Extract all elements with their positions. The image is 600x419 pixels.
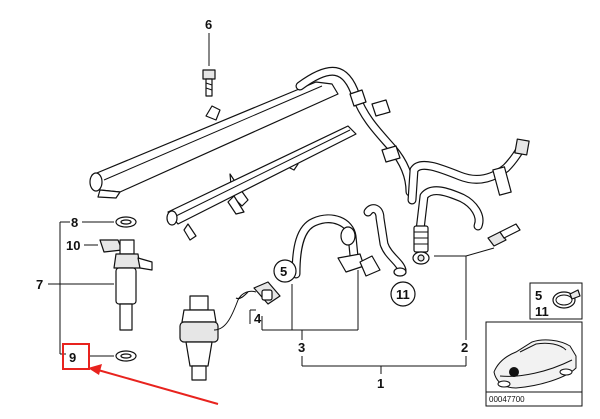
fuel-hose-middle — [291, 214, 365, 279]
bolt-6 — [202, 69, 216, 97]
car-icon — [493, 339, 577, 389]
legend-5: 5 — [535, 288, 542, 303]
fuel-injector-lower — [179, 290, 257, 381]
callout-8: 8 — [71, 215, 78, 230]
highlight-box — [62, 343, 90, 370]
connector-4 — [235, 281, 281, 305]
callout-11: 11 — [396, 287, 410, 302]
clip-10 — [99, 239, 123, 253]
fuel-pipe-right — [407, 138, 530, 265]
red-arrow — [88, 364, 219, 405]
legend-11: 11 — [535, 304, 549, 319]
bolt-right — [487, 223, 521, 247]
callout-4: 4 — [254, 311, 262, 326]
fuel-injector-left — [113, 239, 153, 331]
callout-5-circle — [273, 259, 297, 283]
callout-3: 3 — [298, 340, 305, 355]
callout-9: 9 — [69, 350, 76, 365]
fuel-line-upper — [295, 66, 415, 197]
fuel-hose-11 — [359, 204, 407, 277]
fuel-rail — [89, 81, 357, 241]
hose-clamp-icon — [552, 289, 581, 309]
callout-7: 7 — [36, 277, 43, 292]
legend-box: 5 11 — [529, 282, 583, 320]
callout-5: 5 — [280, 264, 287, 279]
image-number: 00047700 — [489, 395, 525, 404]
callout-6: 6 — [205, 17, 212, 32]
car-thumbnail: 00047700 — [485, 321, 583, 407]
callout-1: 1 — [377, 376, 384, 391]
callout-2: 2 — [461, 340, 468, 355]
callout-10: 10 — [66, 238, 80, 253]
callout-11-circle — [390, 281, 416, 307]
